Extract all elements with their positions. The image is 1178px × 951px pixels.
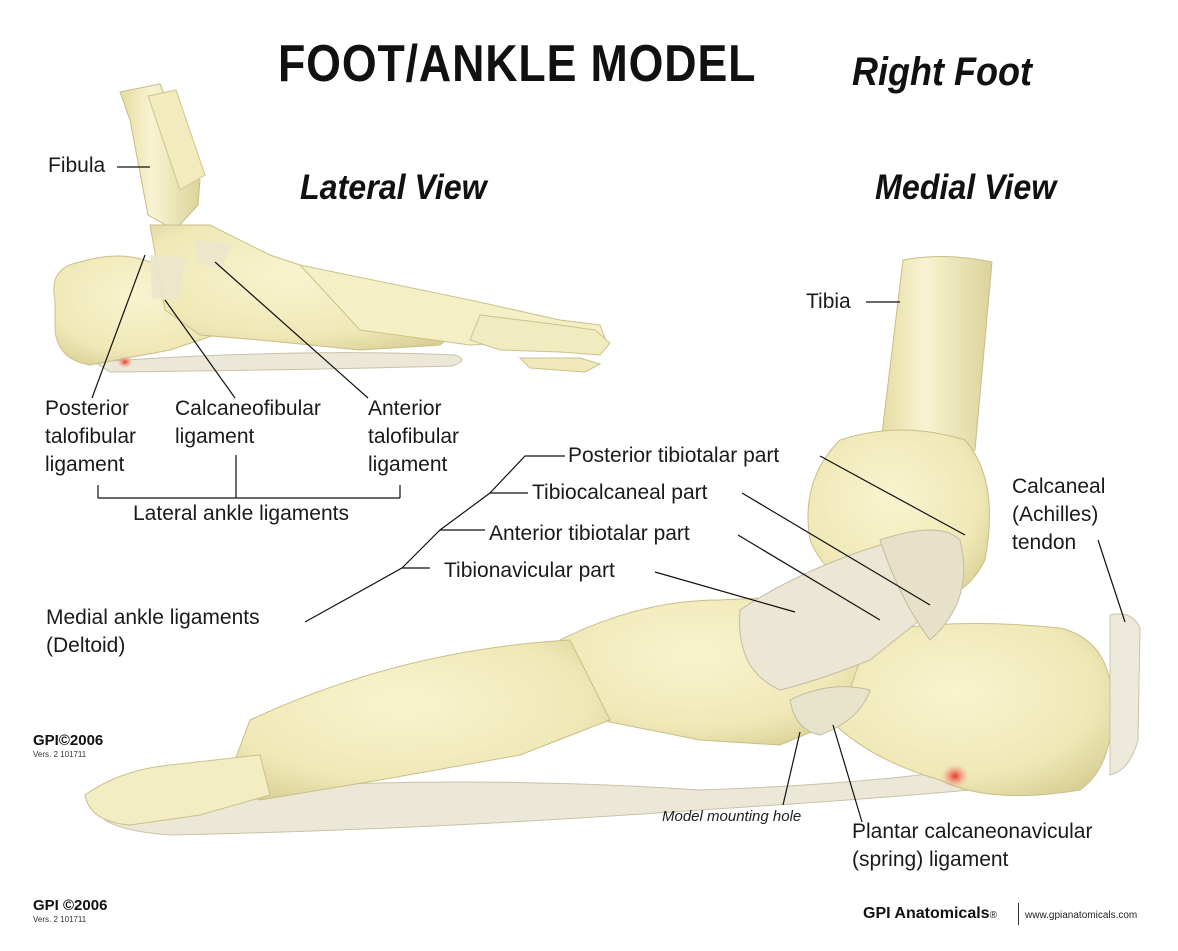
page-title: FOOT/ANKLE MODEL — [278, 35, 757, 93]
lateral-toe-bones — [469, 314, 611, 356]
copyright-mid: GPI©2006 — [33, 732, 104, 749]
medial-foot-model — [84, 255, 1141, 836]
version-bottom: Vers. 2 101711 — [33, 915, 87, 924]
lateral-foot-model — [53, 83, 611, 373]
medial-spring-ligament — [789, 686, 871, 736]
label-medial-ankle-ligaments: Medial ankle ligaments (Deltoid) — [46, 606, 260, 657]
version-mid: Vers. 2 101711 — [33, 750, 87, 759]
label-anterior-tibiotalar: Anterior tibiotalar part — [489, 522, 690, 545]
label-posterior-talofibular: Posterior talofibular ligament — [45, 397, 137, 476]
label-achilles-tendon: Calcaneal (Achilles) tendon — [1012, 475, 1106, 554]
label-calcaneofibular: Calcaneofibular ligament — [175, 397, 321, 448]
medial-achilles-tendon — [1109, 613, 1141, 776]
lateral-tibia-bone — [147, 89, 206, 191]
label-mounting-hole: Model mounting hole — [662, 808, 802, 825]
label-tibia: Tibia — [806, 290, 851, 313]
footer-divider — [1018, 903, 1019, 925]
label-tibionavicular: Tibionavicular part — [444, 559, 615, 582]
medial-tibia-bone — [879, 255, 993, 451]
page-subtitle: Right Foot — [852, 50, 1032, 94]
website-url: www.gpianatomicals.com — [1025, 910, 1138, 921]
label-posterior-tibiotalar: Posterior tibiotalar part — [568, 444, 780, 467]
label-spring-ligament: Plantar calcaneonavicular (spring) ligam… — [852, 820, 1093, 871]
label-fibula: Fibula — [48, 154, 106, 177]
medial-calcaneus-bone — [829, 623, 1113, 797]
leader-lines — [91, 166, 1126, 823]
brand-registered-mark: ® — [989, 910, 997, 921]
lateral-ligament-patch — [150, 255, 185, 300]
label-lateral-ankle-ligaments: Lateral ankle ligaments — [133, 502, 349, 525]
brand-name: GPI Anatomicals® — [863, 905, 997, 923]
copyright-bottom: GPI ©2006 — [33, 897, 108, 914]
medial-view-heading: Medial View — [875, 168, 1057, 207]
label-tibiocalcaneal: Tibiocalcaneal part — [532, 481, 708, 504]
lateral-view-heading: Lateral View — [300, 168, 487, 207]
medial-metatarsal-bones — [233, 639, 611, 801]
lateral-plantar-band — [93, 352, 463, 373]
label-anterior-talofibular: Anterior talofibular ligament — [368, 397, 460, 476]
medial-toe-bones — [84, 754, 271, 826]
brand-text: GPI Anatomicals — [863, 905, 990, 922]
